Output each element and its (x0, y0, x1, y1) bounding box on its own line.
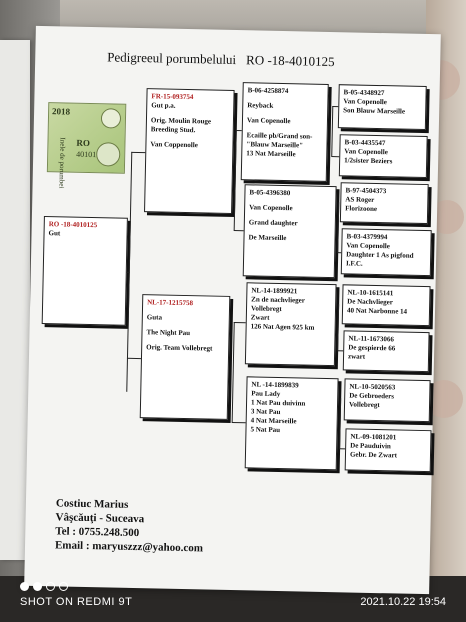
connector-line (331, 156, 340, 158)
line-text: De Marseille (248, 233, 287, 243)
dss-box: NL-10-1615141 De Nachvlieger 40 Nat Narb… (341, 284, 431, 327)
dds-box: NL-10-5020563 De Gebroeders Vollebregt (343, 378, 431, 423)
line-text: Van Copenolle (249, 203, 293, 213)
connector-line (131, 151, 146, 154)
dam-box: NL-17-1215758 Guta The Night Pau Orig. T… (139, 294, 231, 420)
sss-box: B-05-4348927 Van Copenolle Son Blauw Mar… (337, 84, 427, 131)
line-text: The Night Pau (146, 328, 191, 338)
title-code: RO -18-4010125 (245, 52, 335, 70)
ring-number: NL-17-1215758 (147, 298, 194, 308)
line-text: 1/2sister Beziers (344, 156, 393, 166)
logo-icon (100, 108, 122, 129)
line-text: 40 Nat Narbonne 14 (346, 306, 408, 316)
connector-line (126, 271, 130, 273)
line-text: Son Blauw Marseille (343, 106, 406, 116)
connector-line (337, 304, 340, 351)
line-text: Grand daughter (248, 218, 298, 228)
connector-line (231, 322, 235, 423)
line-text: Van Coppenolle (150, 140, 198, 150)
connector-line (231, 422, 246, 424)
connector-line (339, 448, 346, 450)
subject-box: RO -18-4010125 Gut (41, 216, 128, 326)
line-text: Gebr. De Zwart (349, 450, 398, 460)
sds-box: B-97-4504373 AS Roger Florizoone (339, 182, 429, 225)
ring-certificate-stamp: 2018 Inele de porumbei RO 4010125 (46, 102, 127, 188)
sire-dam-box: B-05-4396380 Van Copenolle Grand daughte… (242, 184, 337, 279)
connector-line (233, 130, 237, 231)
line-text: 5 Nat Pau (250, 425, 281, 435)
line-text: 126 Nat Agen 925 km (250, 322, 315, 332)
connector-line (339, 398, 342, 449)
sdd-box: B-03-4379994 Van Copenolle Daughter 1 As… (340, 228, 432, 277)
line-text: Florizoone (345, 204, 378, 214)
stamp-side-text: Inele de porumbei (57, 137, 67, 189)
contact-block: Costiuc Marius Vâşcăuţi - Suceava Tel : … (55, 496, 204, 555)
connector-line (332, 106, 339, 108)
page-title: Pedigreeul porumbelului RO -18-4010125 (107, 49, 335, 70)
ssd-box: B-03-4435547 Van Copenolle 1/2sister Bez… (338, 134, 428, 179)
connector-line (233, 322, 246, 324)
background-paper (0, 40, 30, 560)
connector-line (235, 130, 242, 132)
pedigree-sheet: Pedigreeul porumbelului RO -18-4010125 20… (24, 25, 441, 595)
sire-box: FR-15-093754 Gut p.a. Orig. Moulin Rouge… (144, 88, 235, 214)
dam-sire-box: NL-14-1899921 Zn de nachvlieger Vollebre… (244, 282, 337, 367)
contact-email: Email : maryuszzz@yahoo.com (54, 539, 204, 555)
connector-line (233, 230, 244, 232)
line-text: zwart (347, 352, 366, 361)
ring-number: B-06-4258874 (247, 86, 289, 96)
camera-dots-icon (20, 578, 72, 596)
line-text: Vollebregt (348, 400, 380, 410)
dam-dam-box: NL -14-1899839 Pau Lady 1 Nat Pau duivin… (244, 376, 339, 471)
line-text: Orig. Team Vollebregt (146, 343, 213, 353)
connector-line (337, 252, 342, 254)
sire-sire-box: B-06-4258874 Reyback Van Copenolle Ecail… (240, 82, 329, 182)
connector-line (126, 357, 141, 360)
line-text: I.F.C. (345, 259, 363, 268)
connector-line (337, 350, 344, 352)
camera-watermark: SHOT ON REDMI 9T (20, 596, 133, 608)
ddd-box: NL-09-1081201 De Pauduivin Gebr. De Zwar… (344, 428, 432, 473)
line-text: Van Copenolle (246, 116, 291, 126)
line-text: 13 Nat Marseille (246, 149, 296, 159)
dsd-box: NL-11-1673066 De gespierde 66 zwart (342, 330, 430, 373)
line-text: Breeding Stud. (150, 125, 196, 135)
sex-label: Gut (48, 229, 61, 238)
stamp-country: RO (76, 137, 91, 148)
title-label: Pedigreeul porumbelului (107, 49, 237, 68)
pigeon-icon (95, 142, 121, 167)
photo-timestamp: 2021.10.22 19:54 (360, 596, 446, 608)
connector-line (337, 202, 340, 253)
connector-line (331, 106, 334, 157)
